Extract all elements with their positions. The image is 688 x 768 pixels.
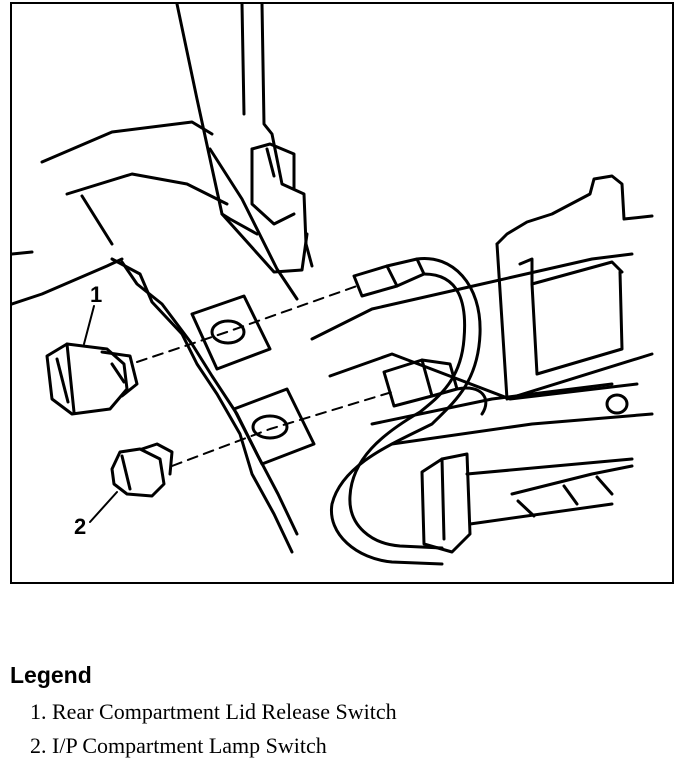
callout-leaders — [83, 305, 118, 523]
wiring-connectors — [352, 257, 459, 408]
diagram-frame: 1 2 — [10, 2, 674, 584]
lower-clip-bracket — [420, 452, 634, 554]
callout-number-2: 2 — [74, 514, 87, 539]
alignment-guide-lines — [136, 285, 393, 467]
ip-compartment-lamp-switch — [110, 442, 174, 498]
exploded-view-illustration — [12, 4, 654, 566]
legend-item-2: 2. I/P Compartment Lamp Switch — [30, 733, 327, 758]
legend: Legend 1. Rear Compartment Lid Release S… — [10, 662, 670, 763]
upper-pillar-structure — [175, 4, 314, 274]
legend-item-1: 1. Rear Compartment Lid Release Switch — [30, 699, 397, 724]
rear-compartment-lid-release-switch — [45, 342, 139, 416]
callout-number-1: 1 — [90, 282, 103, 307]
legend-title: Legend — [10, 662, 92, 688]
legend-list: 1. Rear Compartment Lid Release Switch 2… — [10, 695, 670, 763]
instrument-panel-body — [12, 120, 299, 554]
switch-mounting-holes — [190, 294, 316, 466]
rear-bracket-panel — [310, 174, 654, 446]
wiring-harness — [329, 256, 488, 566]
